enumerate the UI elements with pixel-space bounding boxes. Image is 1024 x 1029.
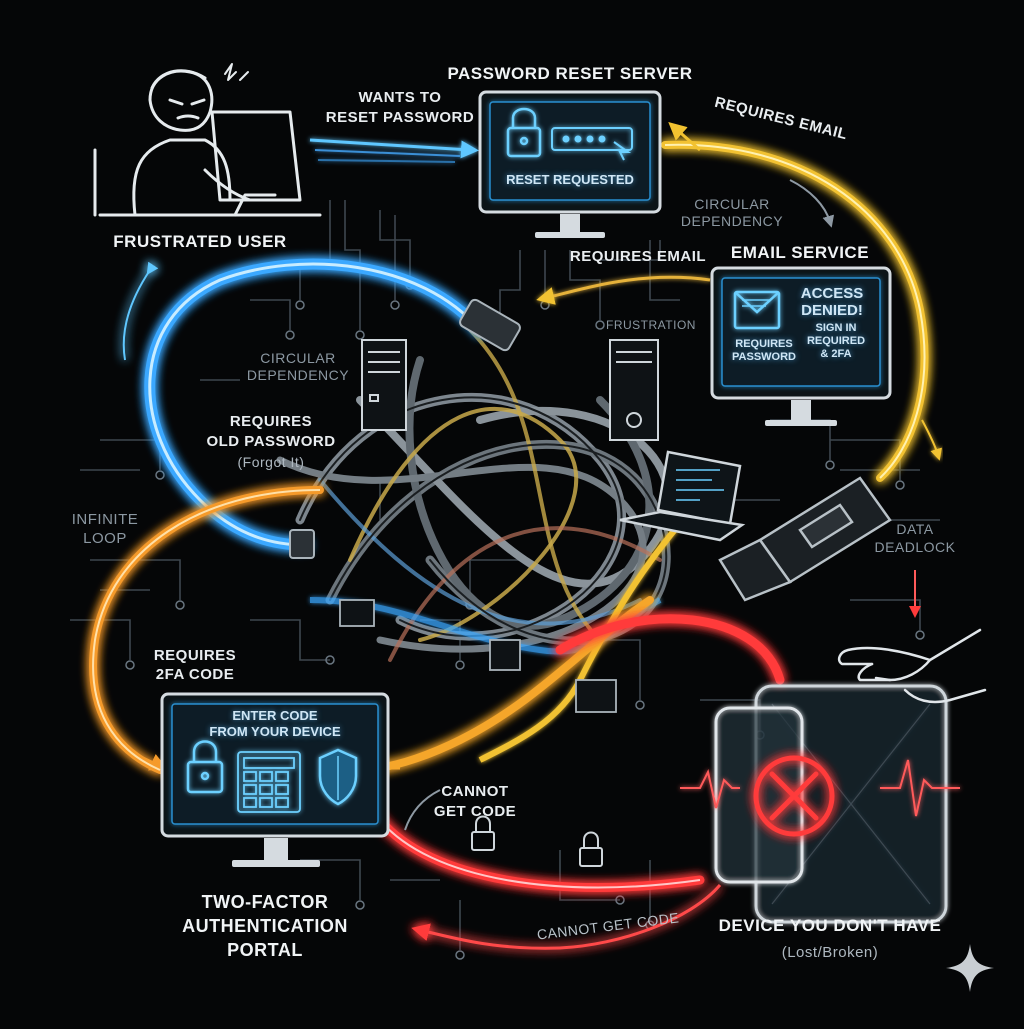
laptop-icon [619, 450, 746, 542]
frustrated-user-icon [93, 63, 322, 217]
small-padlock-icons [471, 815, 603, 867]
reset-server-monitor [478, 90, 662, 238]
annotation-frustration: FRUSTRATION [606, 318, 696, 332]
infinite-loop-line1: INFINITE [71, 511, 139, 528]
edge-wants-reset-line2: RESET PASSWORD [325, 109, 475, 126]
email-access-line1: ACCESS [800, 285, 864, 302]
padlock-icon [506, 107, 542, 158]
email-requires-line1: REQUIRES [735, 338, 793, 350]
cannot-get-code-line1: CANNOT [441, 783, 509, 800]
server-tower-icon [361, 339, 659, 441]
annotation-infinite-loop: INFINITE LOOP [50, 510, 160, 548]
email-signin-line4: REQUIRED [806, 335, 866, 347]
email-signin-line3: SIGN IN [815, 322, 857, 334]
red-core [379, 819, 701, 889]
twofa-padlock-icon [186, 740, 224, 794]
data-deadlock-line1: DATA [896, 521, 934, 537]
email-signin-line5: & 2FA [820, 348, 852, 360]
email-requires-line2: PASSWORD [732, 351, 796, 363]
email-access-line2: DENIED! [801, 302, 863, 319]
circular-dependency-top-line1: CIRCULAR [694, 196, 770, 212]
crossed-circle-icon [753, 755, 835, 837]
twofa-title-line3: PORTAL [227, 940, 303, 960]
hand-icon [837, 628, 987, 704]
arrow-circular-dependency [789, 179, 835, 228]
circular-dependency-top-line2: DEPENDENCY [680, 213, 784, 229]
wants-reset-arrow [309, 138, 479, 163]
requires-old-line2: OLD PASSWORD [206, 433, 336, 450]
annotation-circular-dependency-left: CIRCULAR DEPENDENCY [238, 350, 358, 384]
frustrated-user-label: FRUSTRATED USER [113, 232, 287, 251]
connector-right [718, 476, 892, 602]
requires-2fa-line2: 2FA CODE [155, 666, 235, 683]
password-field [551, 127, 633, 161]
edge-requires-email-mid: REQUIRES EMAIL [569, 248, 707, 265]
small-server-boxes [339, 599, 617, 713]
edge-wants-reset-line1: WANTS TO [358, 89, 442, 106]
shield-icon [318, 748, 358, 806]
twofa-enter-line2: FROM YOUR DEVICE [209, 724, 341, 739]
twofa-enter-code: ENTER CODE FROM YOUR DEVICE [176, 708, 374, 740]
edge-requires-old-password: REQUIRES OLD PASSWORD (Forgot It) [196, 412, 346, 472]
yellow-arrow-left [668, 122, 701, 152]
sparkle-icon [946, 944, 994, 992]
email-requires-password: REQUIRES PASSWORD [726, 338, 802, 364]
circular-dependency-left-line2: DEPENDENCY [246, 367, 350, 383]
data-deadlock-line2: DEADLOCK [874, 539, 956, 555]
edge-requires-2fa: REQUIRES 2FA CODE [140, 646, 250, 684]
annotation-data-deadlock: DATA DEADLOCK [860, 520, 970, 556]
email-signin-required: SIGN IN REQUIRED & 2FA [796, 322, 876, 361]
cannot-get-code-line2: GET CODE [433, 803, 517, 820]
twofa-title-line2: AUTHENTICATION [182, 916, 348, 936]
heartbeat-line [680, 759, 960, 817]
device-subtitle: (Lost/Broken) [781, 944, 879, 961]
phone-icon [714, 706, 804, 884]
arrow-cannot-get-code [404, 789, 441, 831]
connector-blue [289, 298, 521, 559]
circular-dependency-left-line1: CIRCULAR [260, 350, 336, 366]
email-access-denied: ACCESS DENIED! [790, 285, 874, 319]
requires-old-line1: REQUIRES [229, 413, 313, 430]
device-title: DEVICE YOU DON'T HAVE [718, 916, 942, 935]
reset-server-title: PASSWORD RESET SERVER [447, 64, 693, 83]
requires-old-line3: (Forgot It) [237, 454, 305, 470]
edge-cannot-get-code: CANNOT GET CODE [420, 782, 530, 822]
twofa-enter-line1: ENTER CODE [232, 708, 318, 723]
twofa-portal-title: TWO-FACTOR AUTHENTICATION PORTAL [160, 890, 370, 962]
keypad-icon [237, 751, 301, 813]
email-service-title: EMAIL SERVICE [730, 243, 870, 262]
reset-requested-text: RESET REQUESTED [506, 172, 634, 187]
orange-core [92, 489, 321, 771]
requires-2fa-line1: REQUIRES [153, 647, 237, 664]
edge-wants-reset: WANTS TO RESET PASSWORD [320, 88, 480, 128]
annotation-circular-dependency-top: CIRCULAR DEPENDENCY [672, 196, 792, 230]
envelope-icon [733, 290, 781, 330]
blue-loop-core [148, 262, 482, 547]
yellow-arrow-head [921, 419, 943, 461]
infinite-loop-line2: LOOP [83, 530, 127, 547]
twofa-title-line1: TWO-FACTOR [201, 892, 329, 912]
yellow-loop-core [664, 143, 926, 479]
